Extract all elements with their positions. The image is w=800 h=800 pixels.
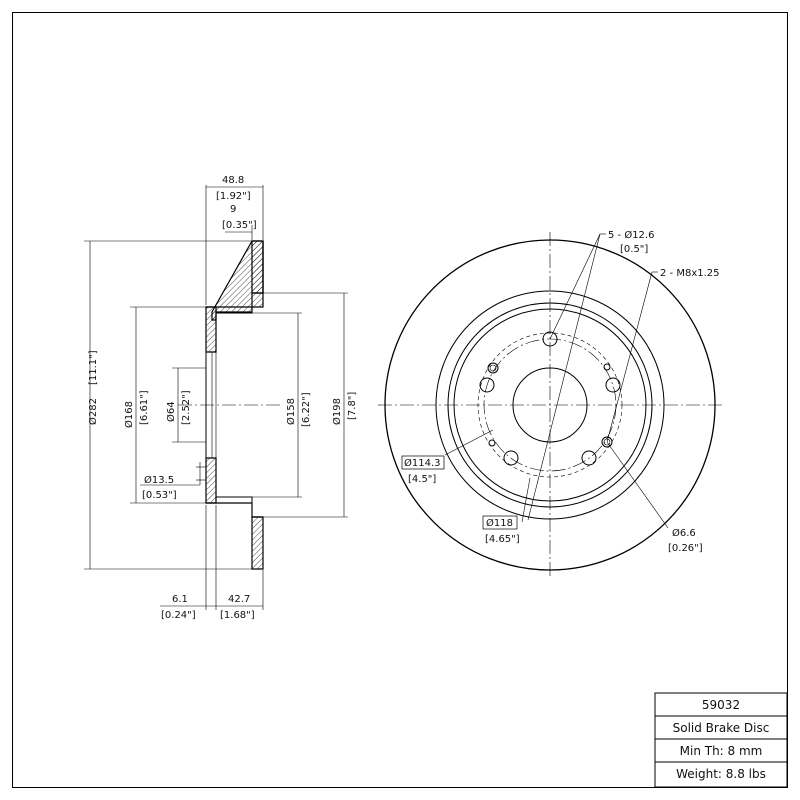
dim-bore-in: [2.52"] — [181, 390, 192, 425]
dim-threaded-holes: 2 - M8x1.25 — [660, 268, 720, 279]
threaded-hole — [487, 362, 499, 374]
dim-thickness-in: [0.35"] — [222, 220, 257, 231]
section-wall-bottom — [216, 496, 253, 503]
dim-pilot-circle-in: [4.65"] — [485, 534, 520, 545]
section-flange-bottom — [205, 457, 217, 504]
section-disc-bottom — [251, 516, 264, 570]
dim-inner-158-mm: Ø158 — [285, 398, 297, 425]
dim-bolt-circle-in: [4.5"] — [408, 474, 436, 485]
dim-hat-diameter-in: [6.61"] — [139, 390, 150, 425]
leader-line — [606, 441, 669, 529]
title-block-frame — [654, 692, 788, 788]
dim-hole-13-5-mm: Ø13.5 — [144, 474, 174, 486]
dim-inner-158-in: [6.22"] — [301, 392, 312, 427]
dim-hole-13-5-in: [0.53"] — [142, 490, 177, 501]
dim-thickness-mm: 9 — [230, 204, 236, 215]
dim-bolt-circle-mm: Ø114.3 — [404, 457, 441, 469]
small-hole — [603, 363, 611, 371]
lug-hole — [605, 377, 621, 393]
dim-outer-diameter-mm: Ø282 — [87, 398, 99, 425]
section-flange-top — [205, 306, 217, 353]
dim-frame — [482, 515, 518, 530]
section-disc-top — [251, 240, 264, 294]
dim-overall-width-mm: 48.8 — [222, 175, 244, 186]
lug-hole — [503, 450, 519, 466]
min-thickness: Min Th: 8 mm — [680, 744, 763, 758]
dim-hat-depth-in: [1.68"] — [220, 610, 255, 621]
leader-line — [527, 233, 601, 521]
weight: Weight: 8.8 lbs — [676, 767, 766, 781]
leader-line — [606, 271, 653, 443]
dim-lug-holes-in: [0.5"] — [620, 244, 648, 255]
part-number: 59032 — [702, 698, 740, 712]
dim-small-hole-mm: Ø6.6 — [672, 527, 696, 539]
sheet-border — [12, 12, 788, 788]
leader-line — [444, 429, 494, 456]
dim-lug-holes-mm: 5 - Ø12.6 — [608, 229, 654, 241]
dim-overall-width-in: [1.92"] — [216, 191, 251, 202]
lug-hole — [479, 377, 495, 393]
dim-outer-diameter-in-visible: [11.1"] — [88, 350, 99, 385]
threaded-hole — [601, 436, 613, 448]
dim-small-hole-in: [0.26"] — [668, 543, 703, 554]
small-hole — [488, 439, 496, 447]
dim-pilot-circle-mm: Ø118 — [486, 517, 513, 529]
dim-bore-mm: Ø64 — [165, 401, 177, 422]
dim-inner-198-in: [7.8"] — [347, 392, 358, 420]
dim-flange-in: [0.24"] — [161, 610, 196, 621]
front-view: 5 - Ø12.6 [0.5"] 2 - M8x1.25 Ø114.3 [4.5… — [378, 229, 722, 578]
dim-hat-diameter-mm: Ø168 — [123, 401, 135, 428]
lug-hole — [581, 450, 597, 466]
leader-line — [521, 477, 531, 523]
threaded-hole-inner — [489, 364, 497, 372]
section-view: 48.8 [1.92"] 9 [0.35"] Ø282 [11.1"] [11.… — [84, 175, 358, 621]
dim-frame — [401, 455, 445, 470]
leader-line — [549, 233, 601, 340]
dim-flange-mm: 6.1 — [172, 594, 188, 605]
part-description: Solid Brake Disc — [673, 721, 770, 735]
threaded-hole-inner — [603, 438, 611, 446]
dim-inner-198-mm: Ø198 — [331, 398, 343, 425]
dim-hat-depth-mm: 42.7 — [228, 594, 250, 605]
section-hat-bottom — [206, 502, 263, 518]
title-block: 59032 Solid Brake Disc Min Th: 8 mm Weig… — [654, 692, 788, 788]
